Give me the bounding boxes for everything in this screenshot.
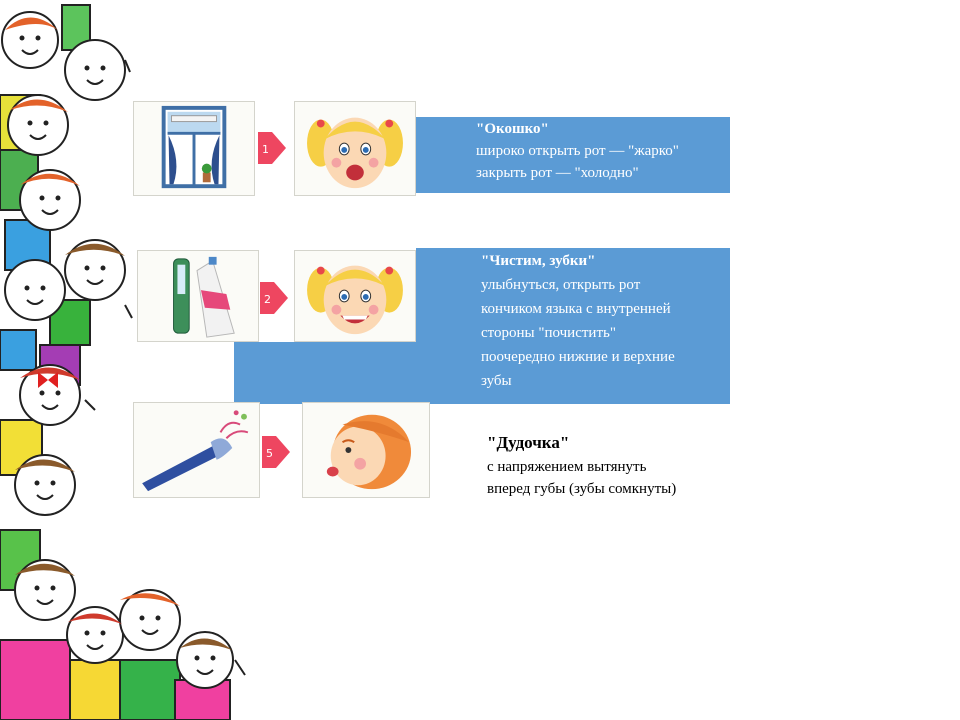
face-image-2 xyxy=(294,250,416,342)
exercise-3-text: "Дудочка" с напряжением вытянуть вперед … xyxy=(487,432,676,500)
exercise-2-line-5: зубы xyxy=(481,373,512,389)
girl-smiling-icon xyxy=(307,265,403,335)
exercise-1-description-box xyxy=(416,117,730,193)
exercise-1-title: "Окошко" xyxy=(476,121,549,137)
pipe-image xyxy=(133,402,260,498)
exercise-2-line-3: стороны "почистить" xyxy=(481,325,616,341)
step-1-number: 1 xyxy=(262,143,269,156)
toothpaste-icon xyxy=(173,256,235,338)
exercise-3-line-1: с напряжением вытянуть xyxy=(487,459,647,475)
step-5-number: 5 xyxy=(266,447,273,460)
exercise-2-title: "Чистим, зубки" xyxy=(481,253,596,269)
exercise-2-line-4: поочередно нижние и верхние xyxy=(481,349,675,365)
exercise-2-line-2: кончиком языка с внутренней xyxy=(481,301,671,317)
girl-open-mouth-icon xyxy=(307,117,403,189)
girl-profile-lips-icon xyxy=(326,414,412,490)
exercise-1-line-2: закрыть рот — "холодно" xyxy=(476,165,639,181)
exercise-1-line-1: широко открыть рот — "жарко" xyxy=(476,143,679,159)
exercise-2-description-box-lower xyxy=(234,342,730,404)
exercise-2-text: "Чистим, зубки" улыбнуться, открыть рот … xyxy=(481,249,675,393)
exercise-3-line-2: вперед губы (зубы сомкнуты) xyxy=(487,481,677,497)
face-image-3 xyxy=(302,402,430,498)
window-image xyxy=(133,101,255,196)
step-5-arrow-icon: 5 xyxy=(262,436,290,468)
pipe-icon xyxy=(142,410,249,492)
children-faces-border-icon xyxy=(0,4,246,720)
exercise-3-title: "Дудочка" xyxy=(487,433,570,452)
face-image-1 xyxy=(294,101,416,196)
exercise-1-text: "Окошко" широко открыть рот — "жарко" за… xyxy=(476,118,679,184)
step-2-arrow-icon: 2 xyxy=(260,282,288,314)
exercise-2-line-1: улыбнуться, открыть рот xyxy=(481,277,641,293)
toothpaste-image xyxy=(137,250,259,342)
window-icon xyxy=(161,105,227,189)
step-1-arrow-icon: 1 xyxy=(258,132,286,164)
step-2-number: 2 xyxy=(264,293,271,306)
exercise-2-description-box xyxy=(416,248,730,342)
